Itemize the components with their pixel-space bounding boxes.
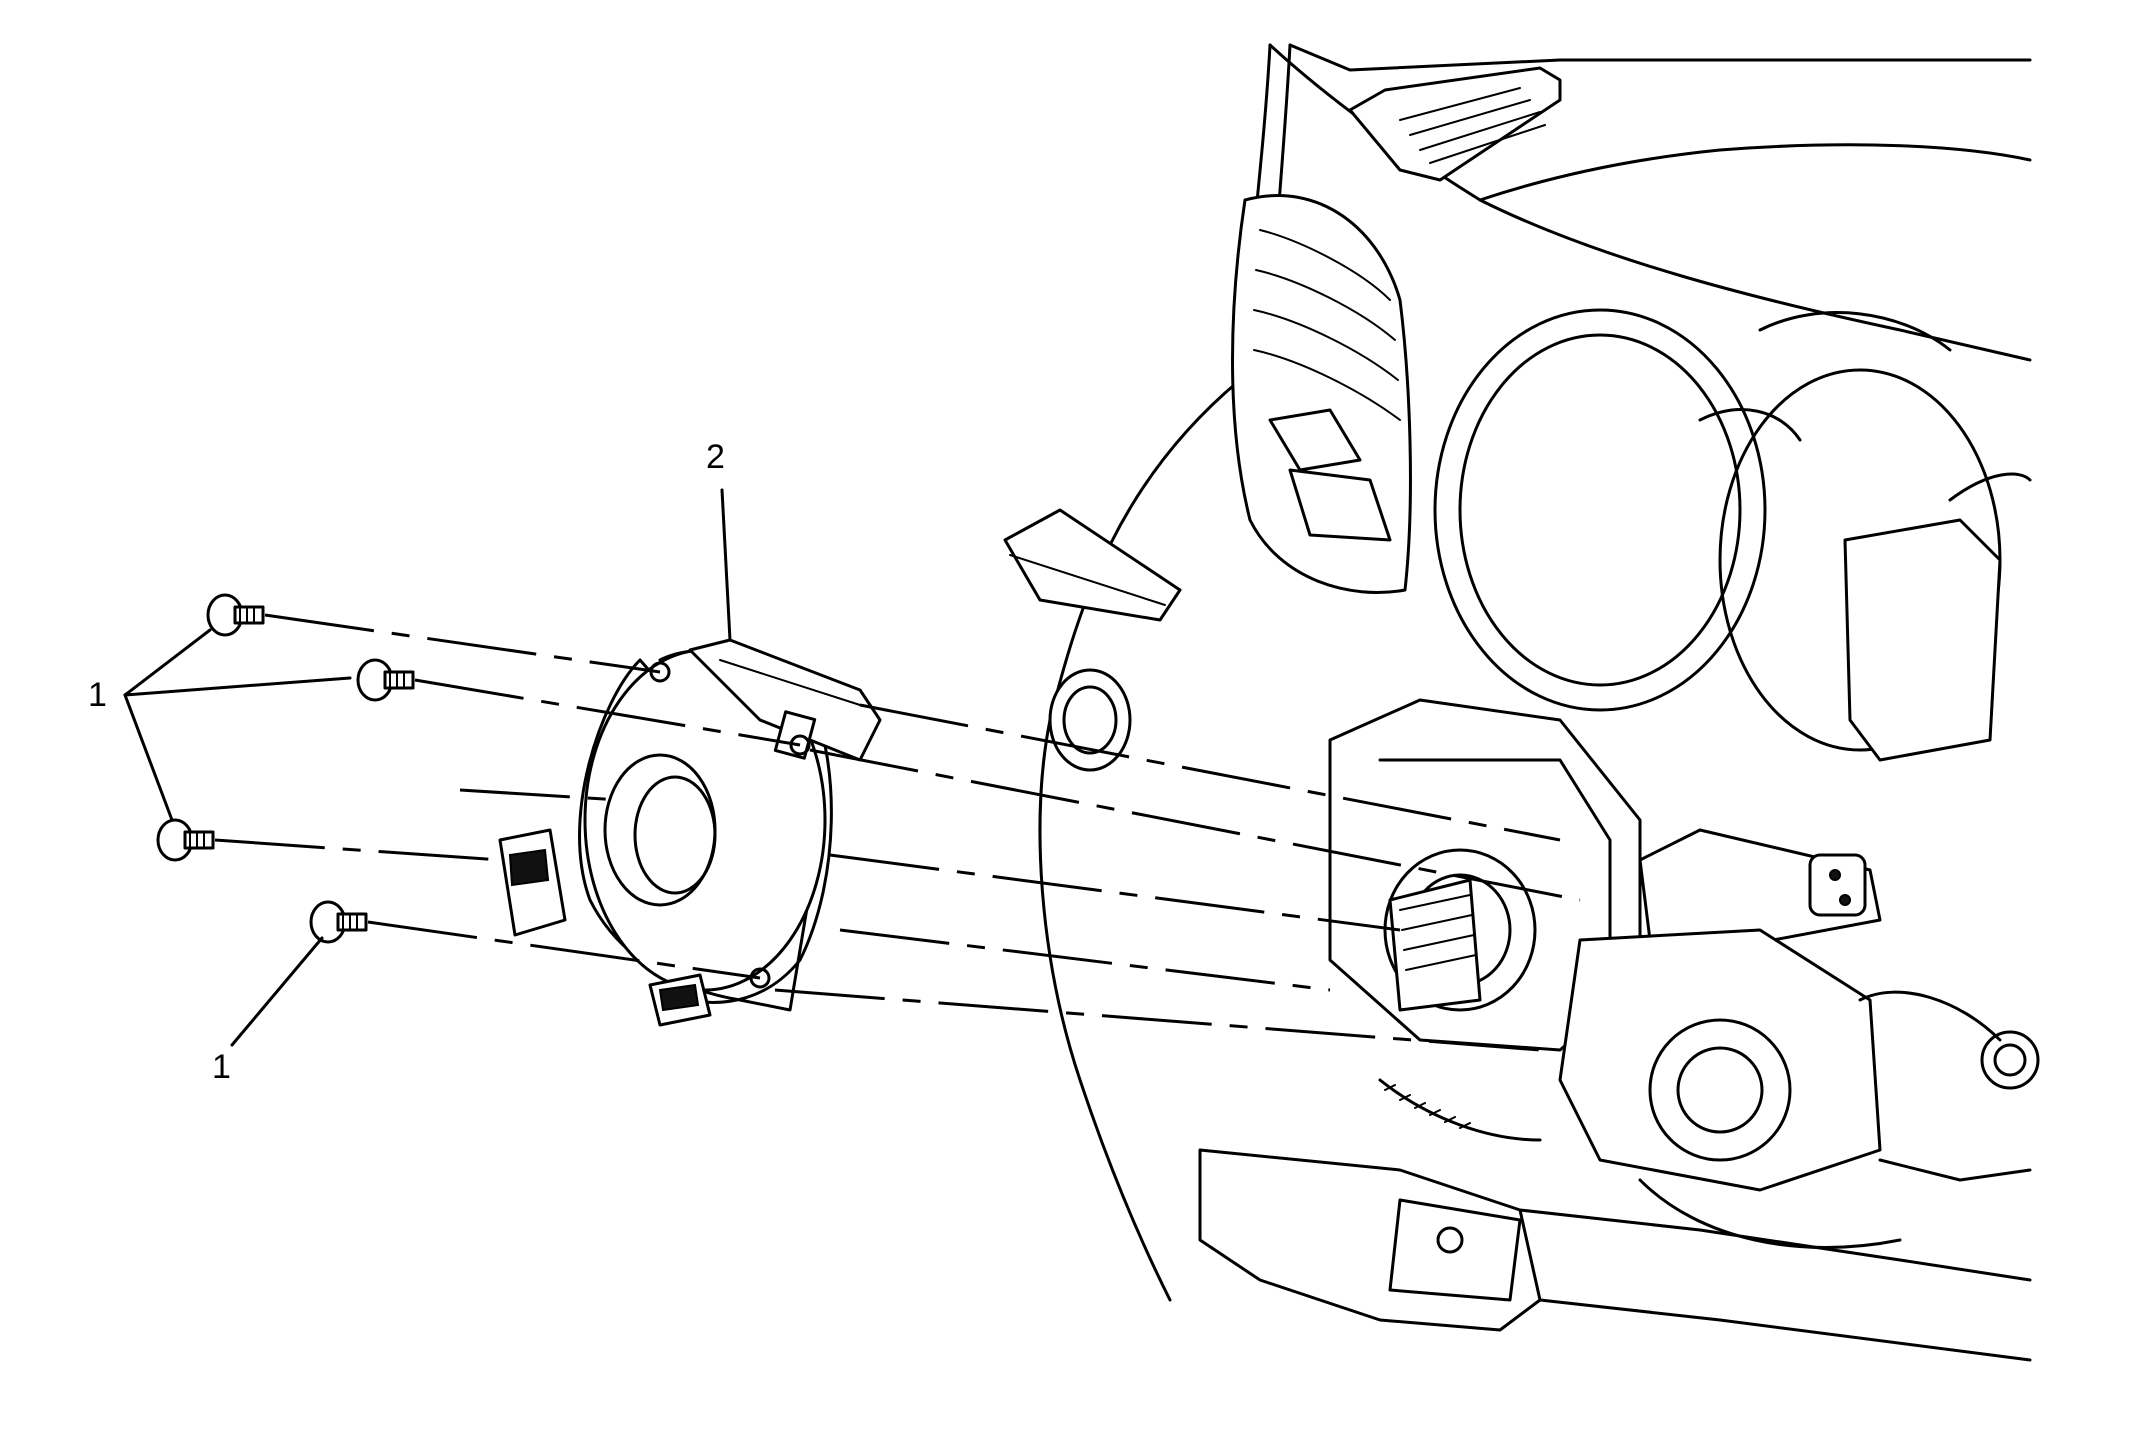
instrument-panel bbox=[1003, 43, 2032, 1302]
bolt-2 bbox=[356, 658, 415, 702]
bolt-1 bbox=[206, 593, 265, 637]
alignment-lines bbox=[214, 613, 1581, 1052]
clockspring-coil bbox=[498, 638, 882, 1027]
bolt-3 bbox=[156, 818, 215, 862]
callout-1-lower: 1 bbox=[212, 1048, 231, 1086]
leader-lines bbox=[123, 488, 732, 1047]
callout-2: 2 bbox=[706, 438, 725, 476]
callout-1-upper: 1 bbox=[88, 676, 107, 714]
bolt-4 bbox=[309, 900, 368, 944]
steering-column bbox=[1198, 698, 2040, 1362]
